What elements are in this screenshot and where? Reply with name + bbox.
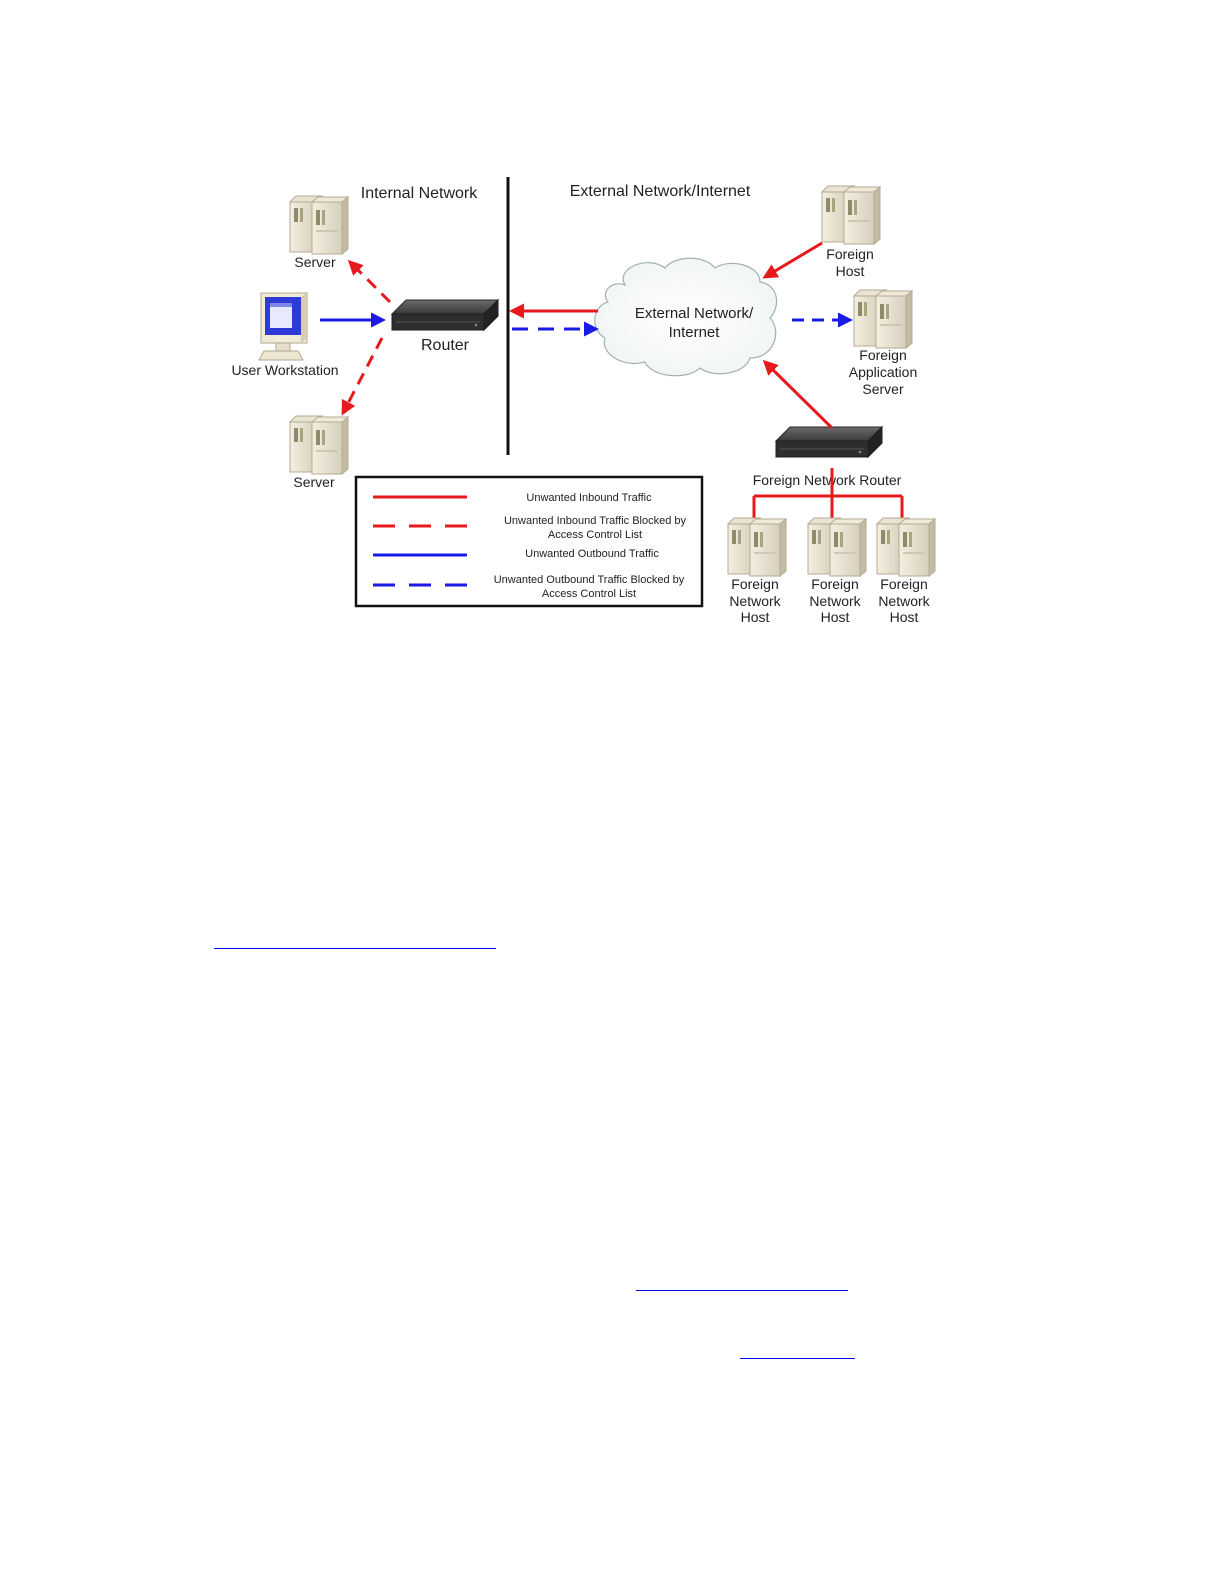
arrow-foreign-router-to-cloud (762, 359, 834, 430)
legend-label-outbound: Unwanted Outbound Traffic (525, 548, 659, 560)
foreign-app-server-label-line2: Application (849, 364, 918, 380)
foreign-network-host-1-label-line2: Network (729, 593, 781, 609)
foreign-host-label-line2: Host (836, 263, 865, 279)
legend-label-outbound-blocked-line2: Access Control List (542, 588, 636, 600)
foreign-network-host-1-icon (727, 517, 787, 577)
cloud-label-line2: Internet (669, 324, 721, 341)
foreign-network-links (752, 468, 904, 518)
cloud-label-line1: External Network/ (635, 305, 754, 322)
arrow-foreign-host-to-cloud (762, 241, 823, 279)
foreign-host-icon (821, 185, 881, 245)
foreign-router-label: Foreign Network Router (753, 472, 902, 488)
foreign-network-host-1-label-line3: Host (741, 609, 770, 625)
workstation-icon (258, 292, 308, 361)
foreign-network-host-2-label-line3: Host (821, 609, 850, 625)
foreign-network-host-3-label-line3: Host (890, 609, 919, 625)
foreign-network-host-3-label-line1: Foreign (880, 576, 927, 592)
foreign-network-host-3-label-line2: Network (878, 593, 930, 609)
hyperlink-underline-3[interactable] (740, 1358, 855, 1359)
external-network-label: External Network/Internet (570, 183, 751, 200)
internal-network-label: Internal Network (361, 185, 478, 202)
hyperlink-underline-2[interactable] (636, 1290, 848, 1291)
arrow-router-to-server-top (347, 259, 392, 304)
router-icon (391, 299, 499, 331)
legend-label-inbound: Unwanted Inbound Traffic (526, 492, 652, 504)
server-top-icon (289, 195, 349, 255)
server-bottom-label: Server (293, 474, 335, 490)
foreign-network-host-3-icon (876, 517, 936, 577)
router-label: Router (421, 337, 470, 354)
foreign-network-host-2-label-line1: Foreign (811, 576, 858, 592)
hyperlink-underline-1[interactable] (214, 948, 496, 949)
server-top-label: Server (294, 254, 336, 270)
workstation-label: User Workstation (231, 362, 338, 378)
foreign-app-server-label-line1: Foreign (859, 347, 906, 363)
foreign-app-server-label-line3: Server (862, 381, 904, 397)
legend-label-outbound-blocked-line1: Unwanted Outbound Traffic Blocked by (494, 574, 685, 586)
foreign-network-host-2-label-line2: Network (809, 593, 861, 609)
legend-label-inbound-blocked-line1: Unwanted Inbound Traffic Blocked by (504, 515, 687, 527)
foreign-router-icon (775, 426, 883, 458)
cloud-shape (594, 257, 778, 377)
foreign-host-label-line1: Foreign (826, 246, 873, 262)
arrow-router-to-server-bottom (341, 337, 384, 416)
foreign-network-host-1-label-line1: Foreign (731, 576, 778, 592)
server-bottom-icon (289, 415, 349, 475)
foreign-network-host-2-icon (807, 517, 867, 577)
foreign-app-server-icon (853, 289, 913, 349)
legend-label-inbound-blocked-line2: Access Control List (548, 529, 642, 541)
